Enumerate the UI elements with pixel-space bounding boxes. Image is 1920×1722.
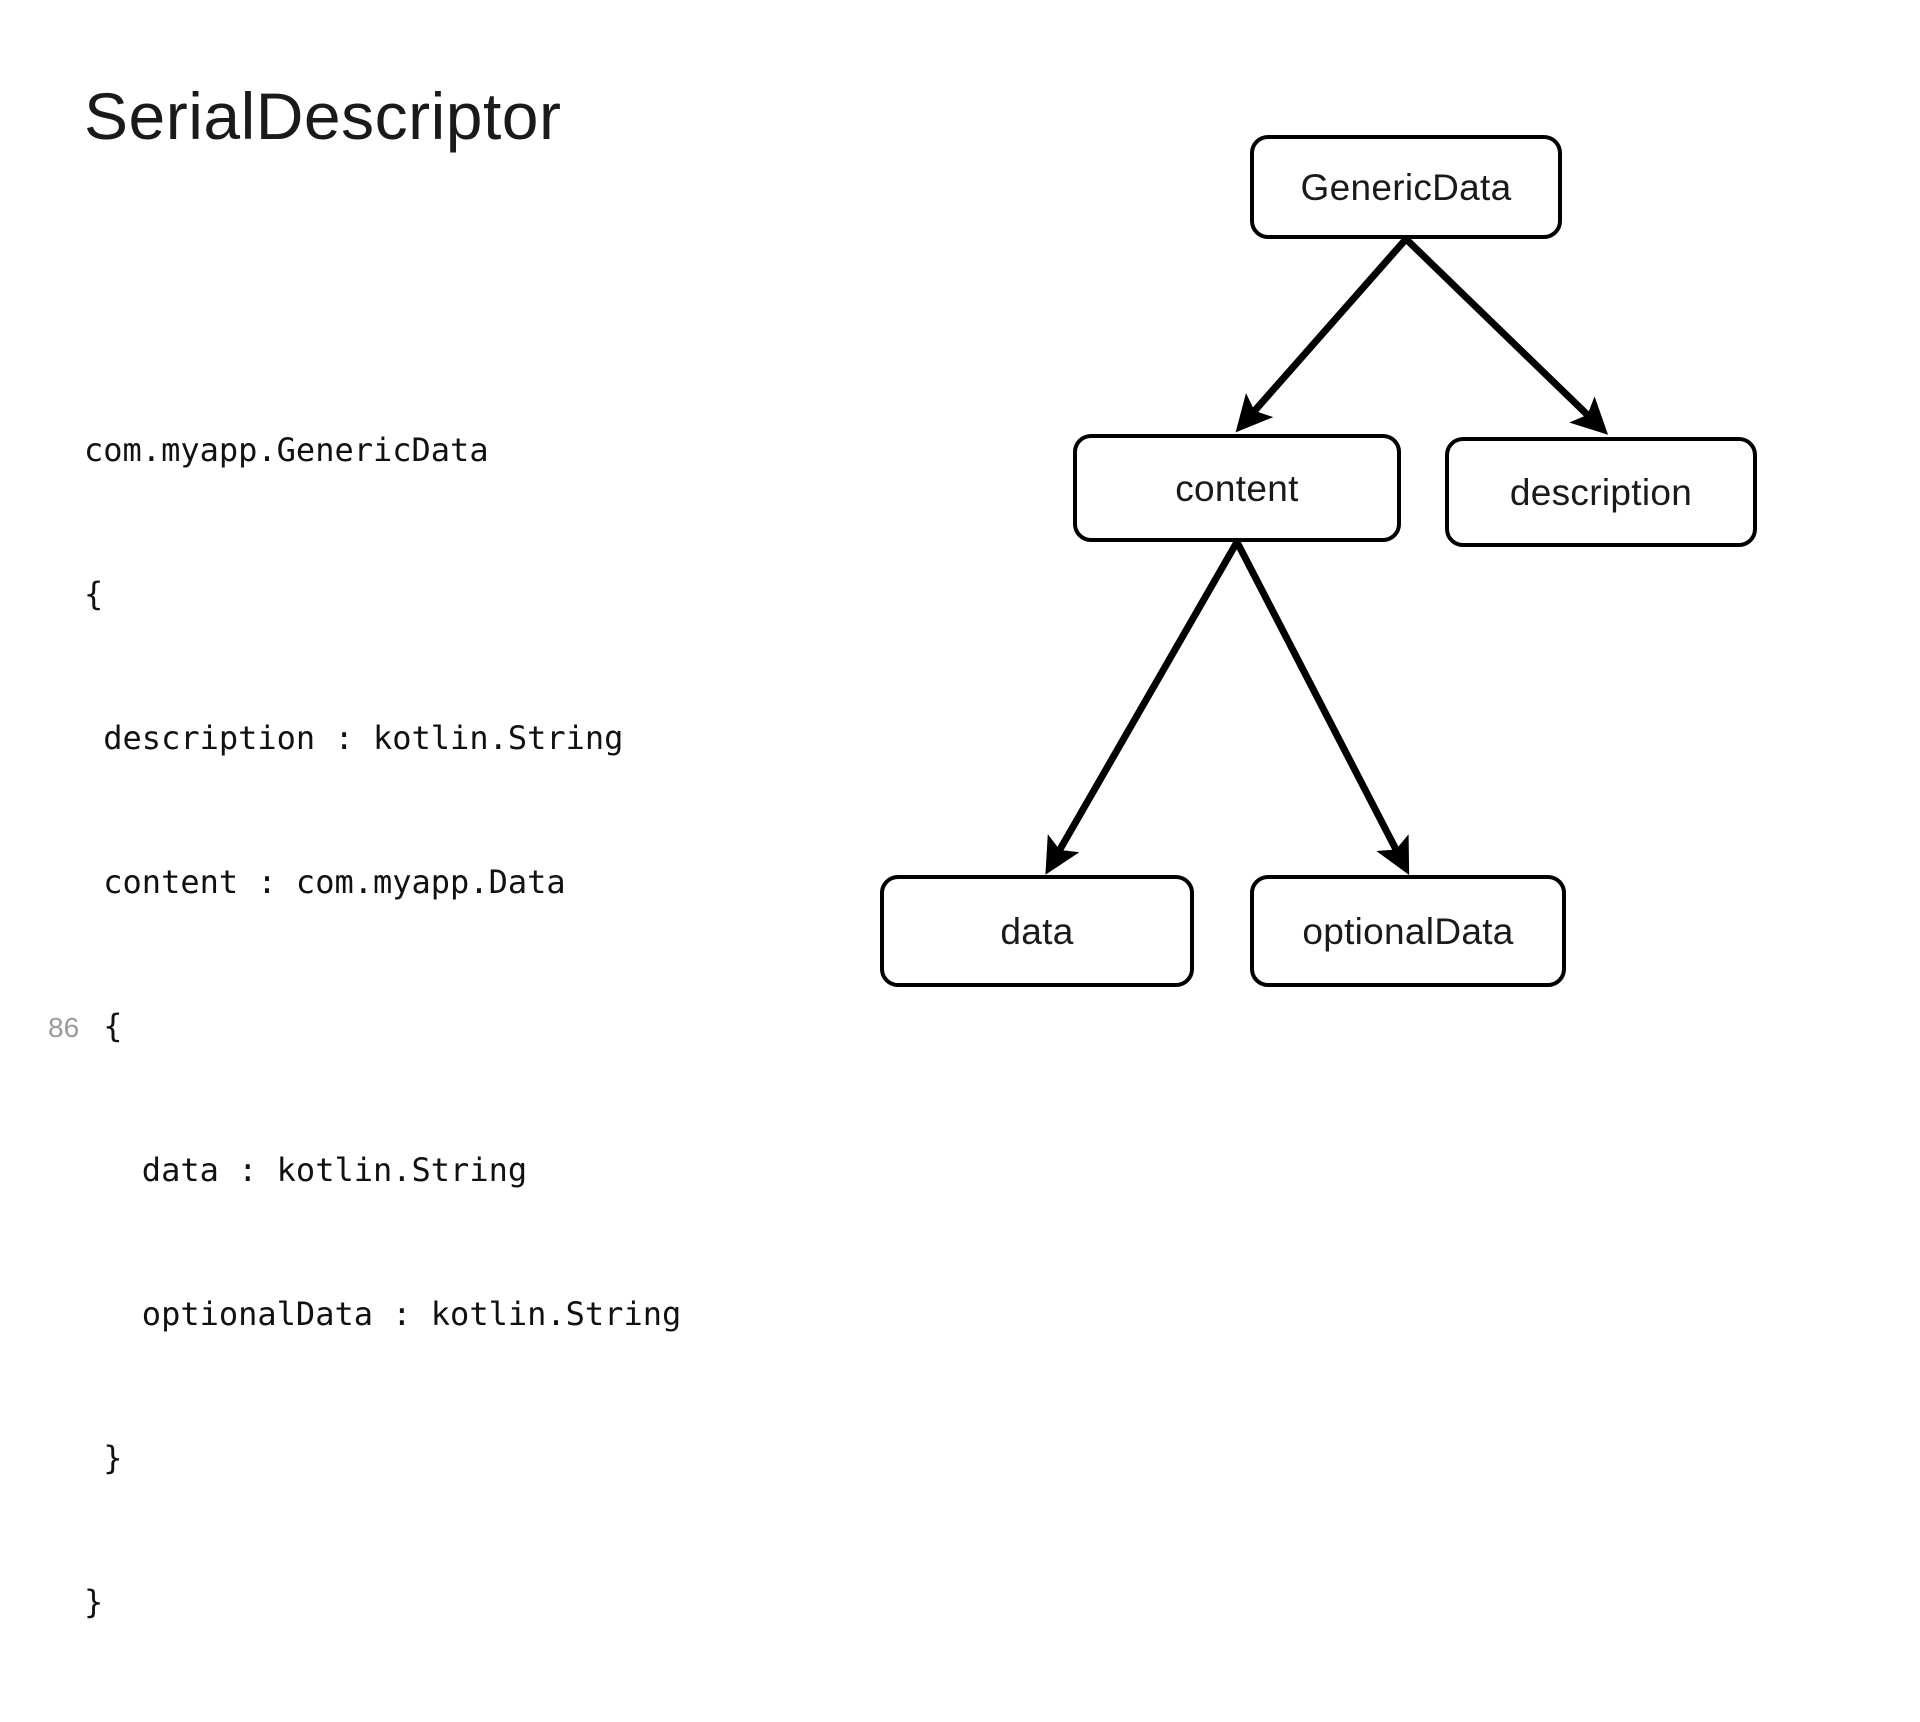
node-label: content — [1175, 467, 1299, 509]
edge-content-to-data — [1045, 540, 1241, 875]
node-label: GenericData — [1300, 166, 1512, 208]
code-line: description : kotlin.String — [84, 719, 624, 757]
node-label: data — [1000, 910, 1074, 952]
node-data[interactable]: data — [880, 875, 1194, 987]
page-title: SerialDescriptor — [84, 79, 562, 153]
node-description[interactable]: description — [1445, 437, 1757, 547]
code-line: data : kotlin.String — [84, 1151, 528, 1189]
code-line: optionalData : kotlin.String — [84, 1295, 682, 1333]
code-line: content : com.myapp.Data — [84, 863, 566, 901]
edge-genericdata-to-description — [1403, 236, 1609, 435]
code-line: } — [84, 1439, 123, 1477]
slide-canvas: SerialDescriptor com.myapp.GenericData {… — [48, 79, 1757, 1621]
code-line: { — [84, 575, 104, 613]
code-line: { — [84, 1007, 123, 1045]
code-line: com.myapp.GenericData — [84, 431, 489, 469]
page-number: 86 — [48, 1012, 80, 1043]
node-optionaldata[interactable]: optionalData — [1250, 875, 1566, 987]
node-genericdata[interactable]: GenericData — [1250, 135, 1562, 239]
edge-content-to-optionaldata — [1233, 540, 1410, 875]
node-content[interactable]: content — [1073, 434, 1401, 542]
edge-genericdata-to-content — [1235, 236, 1409, 433]
node-label: optionalData — [1302, 910, 1514, 952]
serial-descriptor-tree-diagram: GenericData content description data opt… — [880, 135, 1757, 987]
code-listing: com.myapp.GenericData { description : ko… — [84, 330, 681, 1722]
node-label: description — [1509, 471, 1693, 513]
code-line: } — [84, 1583, 104, 1621]
